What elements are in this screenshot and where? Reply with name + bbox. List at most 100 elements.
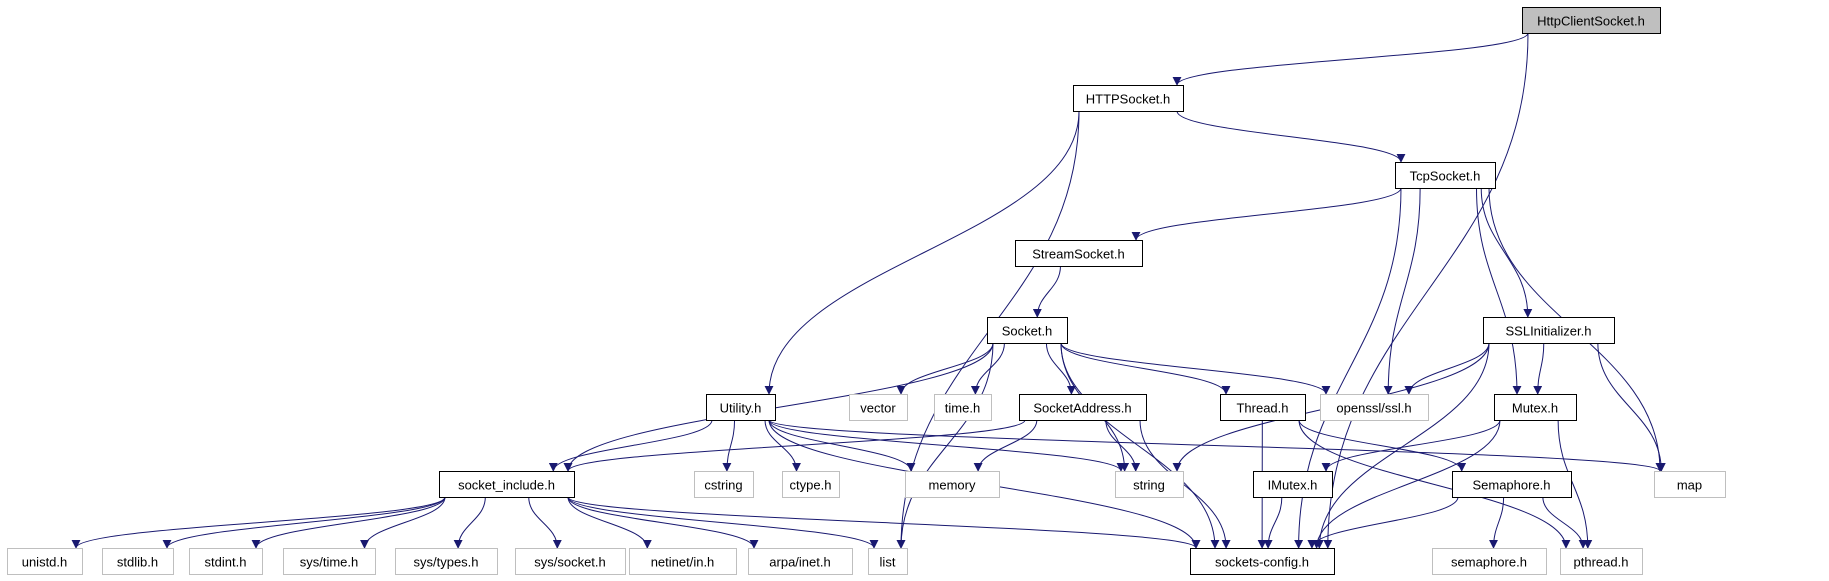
node-label-map: map xyxy=(1677,478,1702,493)
node-label-netinetinh: netinet/in.h xyxy=(651,555,715,570)
node-thread[interactable]: Thread.h xyxy=(1220,394,1306,421)
node-pthreadh: pthread.h xyxy=(1560,548,1643,575)
node-socket[interactable]: Socket.h xyxy=(987,317,1068,344)
node-label-list: list xyxy=(880,555,896,570)
edge-socketinclude-to-arpaineth xyxy=(567,496,759,549)
edge-tcpsocket-to-streamsocket xyxy=(1131,187,1402,241)
edge-socket-to-opensslssl xyxy=(1060,342,1331,395)
node-label-stdinth: stdint.h xyxy=(205,555,247,570)
node-label-vector: vector xyxy=(860,401,896,416)
node-label-socketinclude: socket_include.h xyxy=(458,478,555,493)
node-label-streamsocket: StreamSocket.h xyxy=(1032,247,1125,262)
edge-socket-to-timeh xyxy=(970,342,1005,395)
node-mutex[interactable]: Mutex.h xyxy=(1494,394,1577,421)
node-box-socket xyxy=(987,317,1068,344)
node-box-semaphoreh xyxy=(1432,548,1547,575)
edge-thread-to-pthreadh xyxy=(1298,419,1571,549)
node-httpclientsocket[interactable]: HttpClientSocket.h xyxy=(1522,7,1661,34)
node-box-tcpsocket xyxy=(1395,162,1496,189)
node-label-httpsocket: HTTPSocket.h xyxy=(1086,92,1171,107)
node-socketinclude[interactable]: socket_include.h xyxy=(439,471,575,498)
edge-socketaddress-to-socketinclude xyxy=(563,419,1026,472)
node-box-utility xyxy=(706,394,776,421)
node-box-mutex xyxy=(1494,394,1577,421)
edge-socket-to-socketaddress xyxy=(1045,342,1076,395)
node-label-string: string xyxy=(1133,478,1165,493)
node-socketaddress[interactable]: SocketAddress.h xyxy=(1019,394,1147,421)
edges-layer xyxy=(71,32,1666,549)
node-semaphoreh: semaphore.h xyxy=(1432,548,1547,575)
node-box-opensslssl xyxy=(1320,394,1429,421)
node-opensslssl: openssl/ssl.h xyxy=(1320,394,1429,421)
node-syssocketh: sys/socket.h xyxy=(515,548,626,575)
node-box-socketsconfig xyxy=(1190,548,1335,575)
node-label-tcpsocket: TcpSocket.h xyxy=(1410,169,1481,184)
node-box-syssocketh xyxy=(515,548,626,575)
node-ctypeh: ctype.h xyxy=(782,471,840,498)
node-box-stdlibh xyxy=(102,548,174,575)
edge-imutex-to-socketsconfig xyxy=(1263,496,1283,549)
edge-tcpsocket-to-sslinitializer xyxy=(1480,187,1533,318)
node-unistdh: unistd.h xyxy=(7,548,83,575)
node-box-socketaddress xyxy=(1019,394,1147,421)
edge-tcpsocket-to-mutex xyxy=(1476,187,1522,395)
node-label-semaphoreh: semaphore.h xyxy=(1451,555,1527,570)
edge-utility-to-cstring xyxy=(722,419,736,472)
node-box-string xyxy=(1115,471,1184,498)
node-label-arpaineth: arpa/inet.h xyxy=(769,555,830,570)
node-label-ctypeh: ctype.h xyxy=(790,478,832,493)
edge-socket-to-vector xyxy=(896,342,994,395)
node-streamsocket[interactable]: StreamSocket.h xyxy=(1015,240,1143,267)
node-box-httpsocket xyxy=(1073,85,1184,112)
node-imutex[interactable]: IMutex.h xyxy=(1253,471,1333,498)
node-label-mutex: Mutex.h xyxy=(1512,401,1558,416)
node-label-httpclientsocket: HttpClientSocket.h xyxy=(1537,14,1645,29)
edge-socket-to-socketsconfig xyxy=(1060,342,1220,549)
edge-tcpsocket-to-opensslssl xyxy=(1383,187,1421,395)
edge-socketinclude-to-stdinth xyxy=(251,496,446,549)
node-label-unistdh: unistd.h xyxy=(22,555,68,570)
node-box-pthreadh xyxy=(1560,548,1643,575)
edge-utility-to-string xyxy=(768,419,1126,472)
node-semaphore[interactable]: Semaphore.h xyxy=(1452,471,1572,498)
edge-socket-to-socketinclude xyxy=(563,342,994,472)
node-box-thread xyxy=(1220,394,1306,421)
node-systypesh: sys/types.h xyxy=(395,548,498,575)
node-netinetinh: netinet/in.h xyxy=(629,548,737,575)
edge-socket-to-thread xyxy=(1060,342,1231,395)
edge-socketinclude-to-systypesh xyxy=(453,496,486,549)
node-box-httpclientsocket xyxy=(1522,7,1661,34)
node-label-memory: memory xyxy=(929,478,976,493)
node-label-socketsconfig: sockets-config.h xyxy=(1215,555,1309,570)
node-label-sslinitializer: SSLInitializer.h xyxy=(1506,324,1592,339)
edge-utility-to-ctypeh xyxy=(764,419,801,472)
edge-utility-to-memory xyxy=(768,419,916,472)
node-socketsconfig[interactable]: sockets-config.h xyxy=(1190,548,1335,575)
edge-mutex-to-pthreadh xyxy=(1557,419,1593,549)
node-box-sslinitializer xyxy=(1483,317,1615,344)
node-map: map xyxy=(1654,471,1726,498)
node-string: string xyxy=(1115,471,1184,498)
edge-semaphore-to-socketsconfig xyxy=(1307,496,1459,549)
node-memory: memory xyxy=(905,471,1000,498)
nodes-layer: HttpClientSocket.hHTTPSocket.hTcpSocket.… xyxy=(7,7,1726,575)
node-box-vector xyxy=(849,394,908,421)
edge-sslinitializer-to-opensslssl xyxy=(1404,342,1490,395)
node-sslinitializer[interactable]: SSLInitializer.h xyxy=(1483,317,1615,344)
edge-semaphore-to-semaphoreh xyxy=(1489,496,1505,549)
node-utility[interactable]: Utility.h xyxy=(706,394,776,421)
node-list: list xyxy=(868,548,908,575)
node-box-imutex xyxy=(1253,471,1333,498)
node-httpsocket[interactable]: HTTPSocket.h xyxy=(1073,85,1184,112)
node-timeh: time.h xyxy=(934,394,992,421)
edge-semaphore-to-pthreadh xyxy=(1542,496,1588,549)
node-cstring: cstring xyxy=(694,471,754,498)
node-box-unistdh xyxy=(7,548,83,575)
edge-socketinclude-to-systimeh xyxy=(360,496,446,549)
edge-sslinitializer-to-map xyxy=(1597,342,1666,472)
node-tcpsocket[interactable]: TcpSocket.h xyxy=(1395,162,1496,189)
node-box-list xyxy=(868,548,908,575)
edge-streamsocket-to-socket xyxy=(1032,265,1061,318)
node-label-cstring: cstring xyxy=(704,478,742,493)
